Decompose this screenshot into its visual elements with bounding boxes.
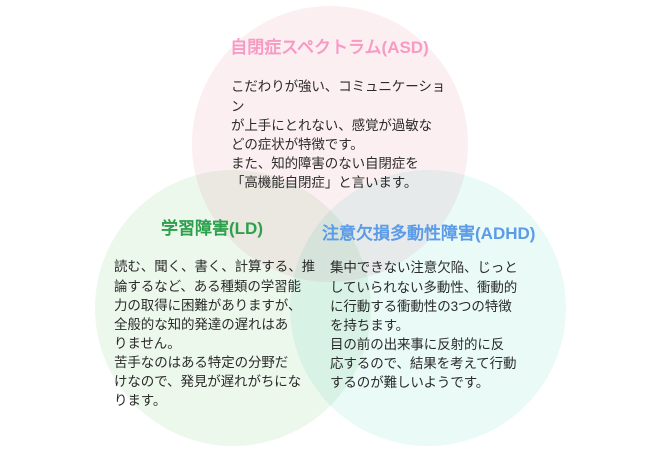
group-adhd-description: 集中できない注意欠陥、じっと していられない多動性、衝動的 に行動する衝動性の3… [330, 260, 518, 391]
group-ld: 学習障害(LD) 読む、聞く、書く、計算する、推 論するなど、ある種類の学習能 … [104, 219, 320, 411]
group-asd-title: 自閉症スペクトラム(ASD) [230, 38, 429, 57]
group-ld-title: 学習障害(LD) [161, 219, 263, 238]
group-asd: 自閉症スペクトラム(ASD) こだわりが強い、コミュニケーション が上手にとれな… [0, 38, 659, 192]
group-asd-description: こだわりが強い、コミュニケーション が上手にとれない、感覚が過敏な どの症状が特… [231, 79, 446, 191]
circle-adhd [290, 170, 566, 446]
group-adhd-title: 注意欠損多動性障害(ADHD) [322, 224, 536, 243]
group-ld-description: 読む、聞く、書く、計算する、推 論するなど、ある種類の学習能 力の取得に困難があ… [114, 259, 315, 409]
group-adhd: 注意欠損多動性障害(ADHD) 集中できない注意欠陥、じっと していられない多動… [322, 224, 567, 392]
